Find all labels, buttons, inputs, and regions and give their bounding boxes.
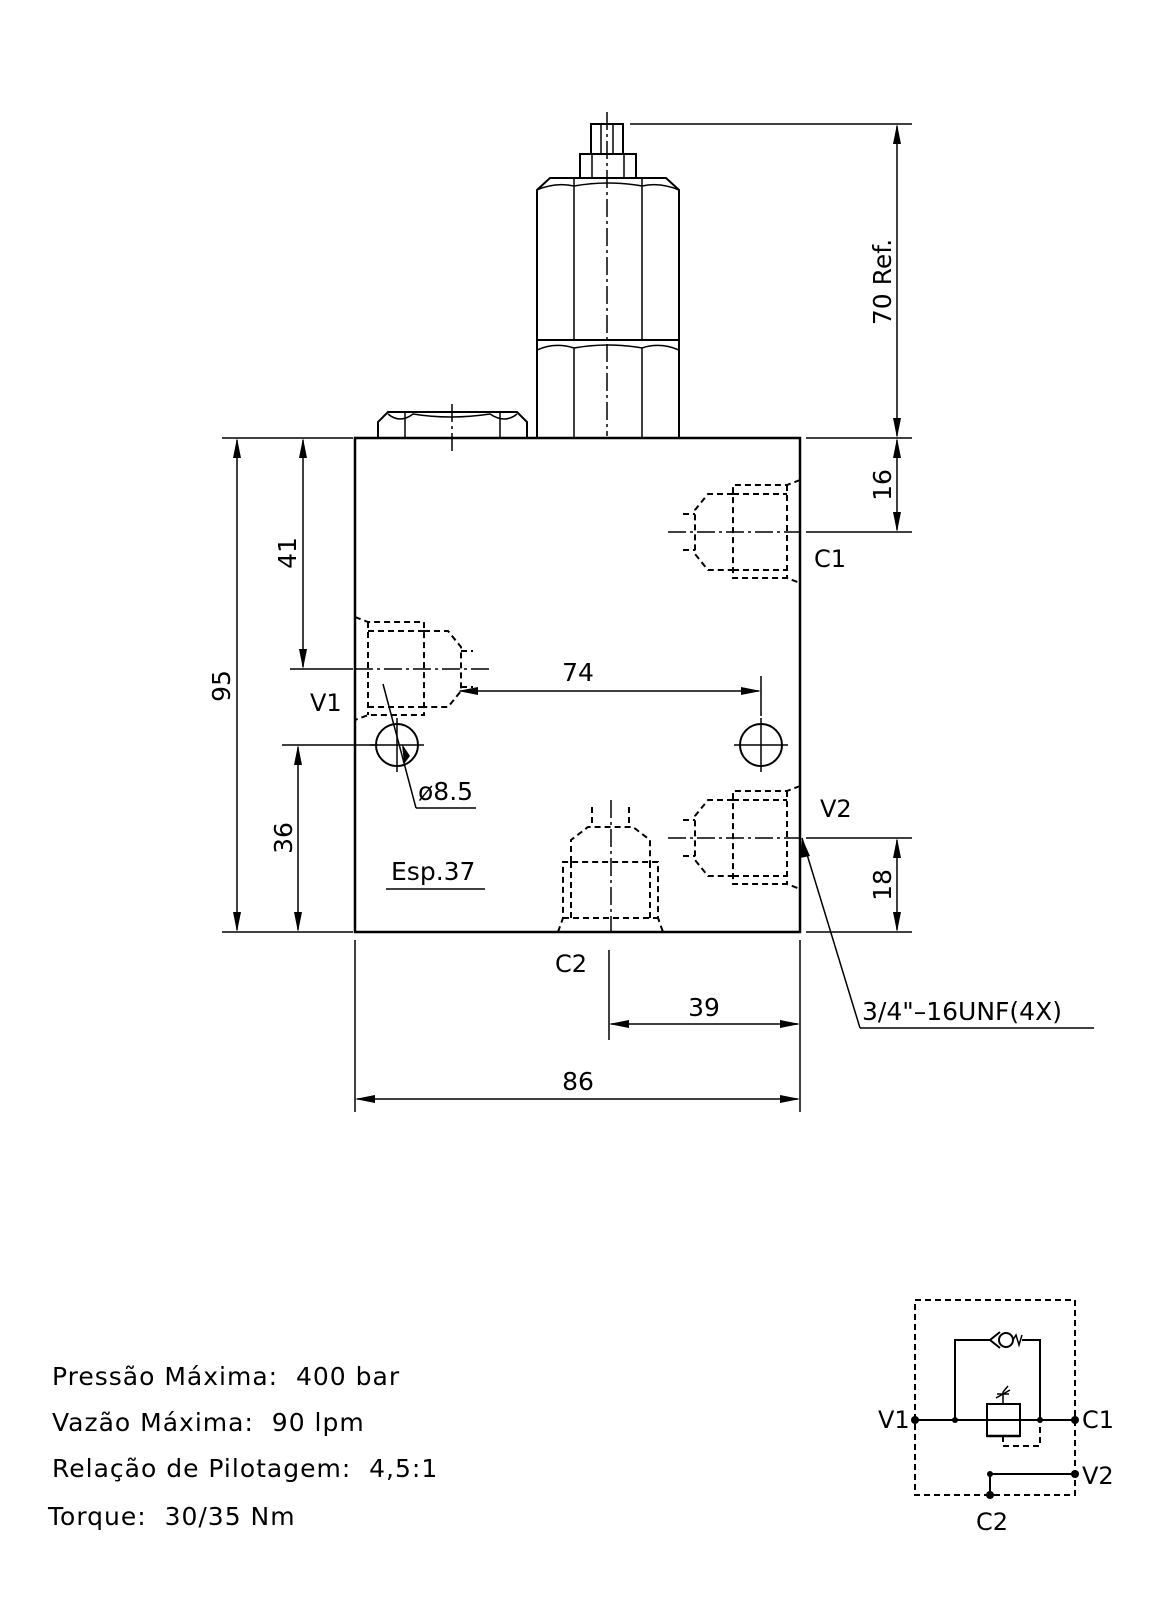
esp-37-text: Esp.37: [391, 857, 475, 886]
thread-text: 3/4"–16UNF(4X): [862, 997, 1062, 1026]
dim-bottom-to-holes: 36: [269, 744, 378, 932]
dim-c2-offset: 39: [608, 950, 800, 1040]
spec-max-flow: Vazão Máxima: 90 lpm: [52, 1408, 365, 1437]
dim-39-text: 39: [688, 993, 720, 1022]
dim-overall-height: 95: [207, 437, 353, 933]
port-label-v1: V1: [310, 689, 342, 717]
schematic-label-v2: V2: [1082, 1462, 1114, 1490]
hydraulic-schematic: V1 C1 V2 C2: [878, 1299, 1114, 1536]
schematic-label-v1: V1: [878, 1406, 910, 1434]
port-c1: [668, 479, 801, 584]
dim-hole-spacing: 74: [458, 658, 762, 716]
dim-hole-diameter: ø8.5: [382, 683, 476, 809]
spec-max-pressure: Pressão Máxima: 400 bar: [52, 1362, 400, 1391]
dim-16-text: 16: [868, 469, 897, 501]
dim-top-to-v1: 41: [273, 438, 353, 670]
specifications: Pressão Máxima: 400 bar Vazão Máxima: 90…: [47, 1362, 438, 1531]
dim-18-text: 18: [868, 869, 897, 901]
dim-width: 86: [354, 940, 801, 1112]
cartridge-valve: [536, 112, 680, 439]
port-label-v2: V2: [820, 795, 852, 823]
dim-8-5-text: ø8.5: [418, 777, 473, 806]
port-v2: [668, 785, 801, 890]
mounting-hole-right: [734, 718, 788, 772]
port-label-c2: C2: [555, 950, 587, 978]
dim-86-text: 86: [562, 1067, 594, 1096]
schematic-label-c1: C1: [1082, 1406, 1114, 1434]
dim-bottom-to-v2: 18: [806, 837, 912, 933]
plug-nut: [377, 404, 528, 452]
dim-95-text: 95: [207, 670, 236, 702]
dim-70-ref-text: 70 Ref.: [868, 239, 897, 325]
mounting-hole-left: [370, 718, 424, 772]
thickness-label: Esp.37: [386, 857, 485, 890]
thread-callout: 3/4"–16UNF(4X): [800, 837, 1094, 1029]
port-v1: [354, 616, 492, 721]
dim-41-text: 41: [273, 537, 302, 569]
spec-pilot-ratio: Relação de Pilotagem: 4,5:1: [52, 1454, 438, 1483]
port-label-c1: C1: [814, 545, 846, 573]
dim-cartridge-height: 70 Ref.: [630, 123, 912, 438]
spec-torque: Torque: 30/35 Nm: [47, 1502, 296, 1531]
dim-top-to-c1: 16: [806, 437, 912, 533]
schematic-label-c2: C2: [976, 1508, 1008, 1536]
port-c2: [557, 800, 664, 933]
dim-74-text: 74: [562, 658, 594, 687]
dim-36-text: 36: [269, 822, 298, 854]
